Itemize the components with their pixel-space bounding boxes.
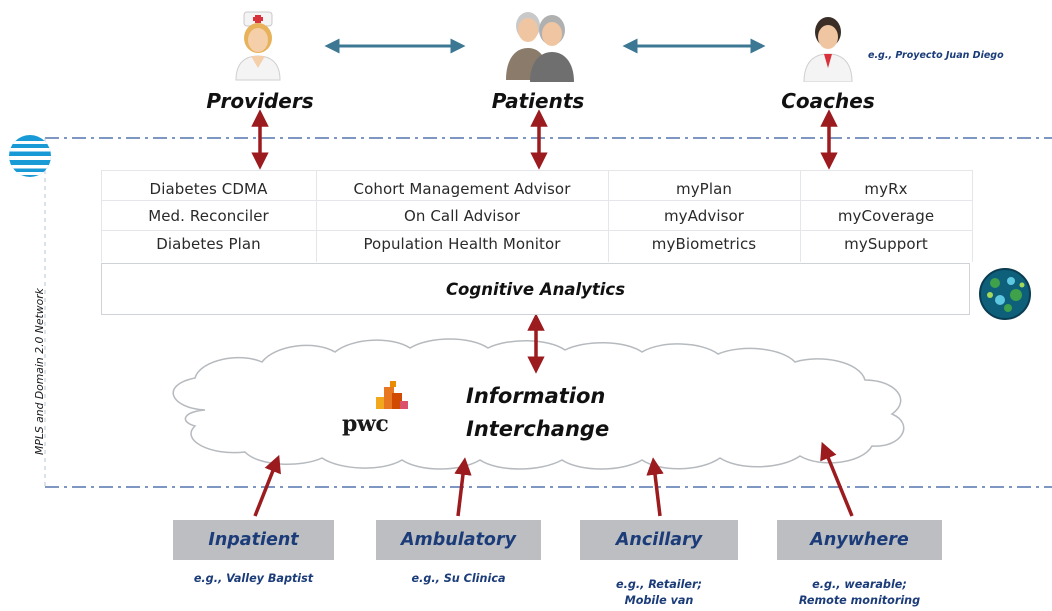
setting-inpatient-example: e.g., Valley Baptist — [163, 571, 344, 587]
pwc-logo — [376, 381, 408, 409]
patient-apps-column: myPlan myAdvisor myBiometrics — [608, 170, 800, 262]
coach-icon — [803, 17, 853, 82]
anywhere-arrow — [820, 441, 854, 517]
setting-ancillary-label: Ancillary — [615, 530, 703, 550]
information-cloud — [172, 338, 905, 470]
app-myplan: myPlan — [675, 179, 732, 198]
coaches-title: Coaches — [781, 89, 875, 113]
grid-line-col1 — [316, 170, 317, 262]
setting-ancillary-example-line1: e.g., Retailer; — [615, 578, 703, 591]
app-mybiometrics: myBiometrics — [651, 234, 757, 253]
setting-ambulatory-label: Ambulatory — [401, 530, 516, 550]
cognitive-analytics-label: Cognitive Analytics — [445, 279, 626, 299]
grid-line-col2 — [608, 170, 609, 262]
setting-inpatient-box: Inpatient — [173, 520, 334, 560]
applications-grid — [101, 170, 972, 262]
grid-line-top — [101, 170, 972, 171]
ancillary-arrow — [646, 457, 664, 517]
providers-title: Providers — [206, 89, 314, 113]
setting-anywhere-example: e.g., wearable; Remote monitoring — [767, 577, 952, 609]
grid-line-col4 — [972, 170, 973, 262]
advisor-apps-column: Cohort Management Advisor On Call Adviso… — [316, 170, 608, 262]
app-myadvisor: myAdvisor — [663, 207, 745, 225]
setting-ancillary-example: e.g., Retailer; Mobile van — [570, 577, 748, 609]
setting-ancillary-example-line2: Mobile van — [624, 594, 694, 607]
information-interchange-line2: Interchange — [466, 417, 610, 441]
cognitive-analytics-box: Cognitive Analytics — [101, 263, 970, 315]
grid-line-row1 — [101, 200, 972, 201]
setting-anywhere-box: Anywhere — [777, 520, 942, 560]
setting-anywhere-example-line1: e.g., wearable; — [812, 578, 907, 591]
setting-ambulatory-example-line1: e.g., Su Clinica — [411, 572, 506, 585]
network-label: MPLS and Domain 2.0 Network — [33, 288, 46, 455]
information-interchange-line1: Information — [466, 384, 606, 408]
app-cohort-management-advisor: Cohort Management Advisor — [353, 179, 571, 198]
ibm-watson-globe-logo — [979, 268, 1031, 320]
app-population-health-monitor: Population Health Monitor — [363, 234, 561, 253]
app-mycoverage: myCoverage — [837, 207, 935, 225]
setting-ancillary-box: Ancillary — [580, 520, 738, 560]
app-diabetes-cdma: Diabetes CDMA — [149, 179, 268, 198]
grid-line-col3 — [800, 170, 801, 262]
setting-anywhere-example-line2: Remote monitoring — [798, 594, 921, 607]
provider-apps-column: Diabetes CDMA Med. Reconciler Diabetes P… — [101, 170, 316, 262]
app-on-call-advisor: On Call Advisor — [403, 207, 521, 225]
pwc-logo-text: pwc — [342, 411, 389, 437]
setting-anywhere-label: Anywhere — [810, 530, 909, 550]
app-mysupport: mySupport — [844, 234, 928, 253]
setting-inpatient-label: Inpatient — [208, 530, 299, 550]
patients-couple-icon — [506, 12, 574, 82]
app-diabetes-plan: Diabetes Plan — [156, 234, 261, 253]
grid-line-row2 — [101, 230, 972, 231]
nurse-provider-icon — [235, 11, 281, 81]
app-med-reconciler: Med. Reconciler — [148, 207, 269, 225]
app-myrx: myRx — [864, 179, 908, 198]
coaches-example: e.g., Proyecto Juan Diego — [868, 50, 1004, 61]
grid-line-col0 — [101, 170, 102, 262]
ambulatory-arrow — [454, 457, 472, 517]
att-globe-logo — [9, 135, 51, 177]
setting-inpatient-example-line1: e.g., Valley Baptist — [193, 572, 314, 585]
coach-apps-column: myRx myCoverage mySupport — [800, 170, 972, 262]
inpatient-arrow — [253, 454, 281, 517]
patients-title: Patients — [491, 89, 585, 113]
setting-ambulatory-box: Ambulatory — [376, 520, 541, 560]
setting-ambulatory-example: e.g., Su Clinica — [366, 571, 551, 587]
